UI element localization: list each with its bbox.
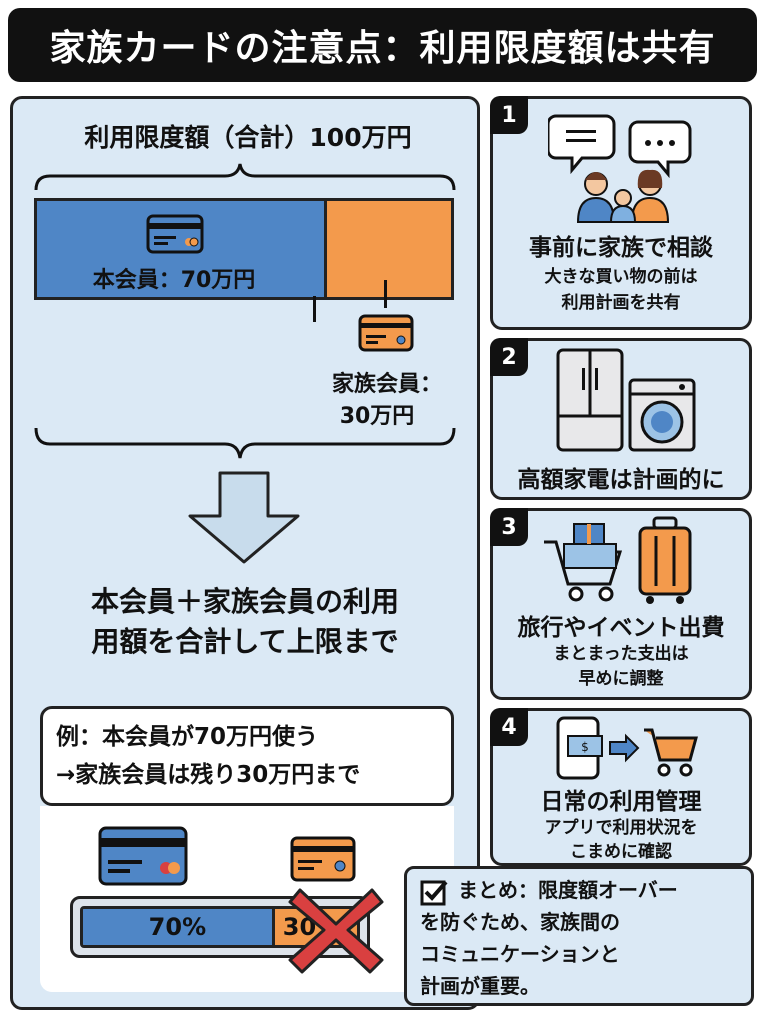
usage-bar-main-segment: 70% xyxy=(83,909,275,945)
tip-desc-1: 大きな買い物の前は 利用計画を共有 xyxy=(494,264,748,316)
example-text: 例：本会員が70万円使う →家族会員は残り30万円まで xyxy=(56,718,446,794)
tip-card-4: 4 xyxy=(490,708,752,866)
tip-number-1: 1 xyxy=(490,96,528,134)
svg-text:$: $ xyxy=(581,740,589,754)
credit-card-orange-large-icon xyxy=(290,836,356,882)
credit-card-blue-large-icon xyxy=(98,826,188,886)
example-line-2: →家族会員は残り30万円まで xyxy=(56,762,361,788)
credit-card-blue-icon xyxy=(146,214,204,254)
phone-to-cart-icon: $ xyxy=(556,716,698,780)
family-member-label-1: 家族会員： xyxy=(331,372,442,397)
checkbox-icon xyxy=(420,880,448,906)
down-arrow-icon xyxy=(188,471,300,564)
explain-text: 本会員＋家族会員の利用 用額を合計して上限まで xyxy=(30,582,460,662)
tip-desc-3-line-2: 早めに調整 xyxy=(578,669,664,689)
page-title-text: 家族カードの注意点：利用限度額は共有 xyxy=(49,28,716,69)
usage-bar: 70% 30 xyxy=(70,896,370,958)
example-line-1: 例：本会員が70万円使う xyxy=(56,724,319,750)
summary-line-4: 計画が重要。 xyxy=(420,974,540,998)
summary-line-2: を防ぐため、家族間の xyxy=(420,910,620,934)
main-member-label: 本会員：70万円 xyxy=(92,268,256,293)
tip-number-3: 3 xyxy=(490,508,528,546)
summary-text-rest: を防ぐため、家族間の コミュニケーションと 計画が重要。 xyxy=(420,906,750,1002)
cart-suitcase-icon xyxy=(544,516,692,604)
red-cross-icon xyxy=(288,888,384,974)
tip-desc-4-line-2: こまめに確認 xyxy=(570,842,672,862)
credit-card-orange-icon xyxy=(358,314,414,352)
top-brace-icon xyxy=(34,163,456,191)
summary-text: まとめ：限度額オーバー xyxy=(458,874,750,906)
tip-desc-1-line-2: 利用計画を共有 xyxy=(561,293,681,313)
limit-label: 利用限度額（合計）100万円 xyxy=(84,123,412,152)
tip-title-4: 日常の利用管理 xyxy=(540,789,702,815)
explain-line-1: 本会員＋家族会員の利用 xyxy=(90,585,399,618)
family-pointer-line xyxy=(384,280,387,308)
tip-card-3: 3 xyxy=(490,508,752,700)
tip-number-4: 4 xyxy=(490,708,528,746)
usage-main-percent: 70% xyxy=(148,913,207,941)
explain-line-2: 用額を合計して上限まで xyxy=(91,625,399,658)
family-member-label-2: 30万円 xyxy=(339,404,415,429)
page-title: 家族カードの注意点：利用限度額は共有 xyxy=(8,8,757,82)
example-box xyxy=(40,706,454,806)
summary-line-1: まとめ：限度額オーバー xyxy=(458,878,678,902)
tip-desc-4: アプリで利用状況を こまめに確認 xyxy=(494,816,748,864)
summary-box xyxy=(404,866,754,1006)
tip-title-3: 旅行やイベント出費 xyxy=(517,615,725,641)
tip-desc-3: まとまった支出は 早めに調整 xyxy=(494,642,748,692)
summary-line-3: コミュニケーションと xyxy=(420,942,620,966)
tip-desc-3-line-1: まとまった支出は xyxy=(553,644,689,664)
appliances-icon xyxy=(556,348,696,452)
bottom-brace-icon xyxy=(34,427,456,459)
tip-title-2: 高額家電は計画的に xyxy=(517,467,725,493)
tip-title-1: 事前に家族で相談 xyxy=(529,235,713,261)
tip-desc-1-line-1: 大きな買い物の前は xyxy=(544,267,698,287)
family-talking-icon xyxy=(548,114,692,223)
tip-number-2: 2 xyxy=(490,338,528,376)
tip-desc-4-line-1: アプリで利用状況を xyxy=(544,818,698,838)
bar-divider-tick xyxy=(313,296,316,322)
